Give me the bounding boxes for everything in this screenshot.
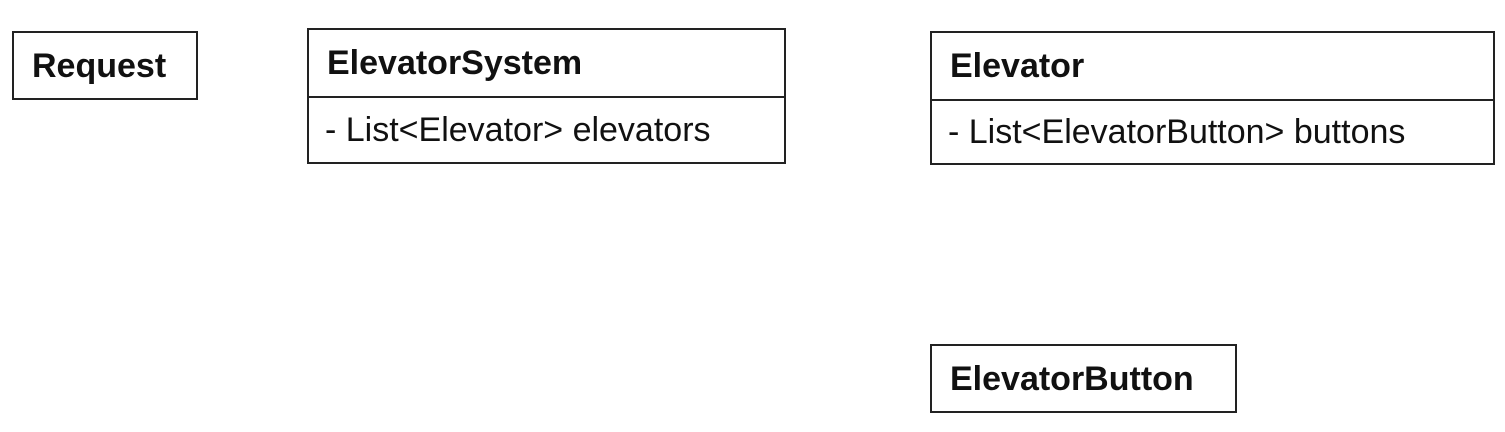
class-name: ElevatorButton [950,359,1194,398]
class-attribute: - List<Elevator> elevators [309,96,784,162]
class-attribute: - List<ElevatorButton> buttons [932,99,1493,163]
class-box-elevator-system: ElevatorSystem - List<Elevator> elevator… [307,28,786,164]
class-name: Request [32,46,167,85]
class-box-elevator: Elevator - List<ElevatorButton> buttons [930,31,1495,165]
class-box-request: Request [12,31,198,100]
class-name: ElevatorSystem [327,44,583,82]
class-box-elevator-button: ElevatorButton [930,344,1237,413]
class-name: Elevator [950,47,1085,85]
